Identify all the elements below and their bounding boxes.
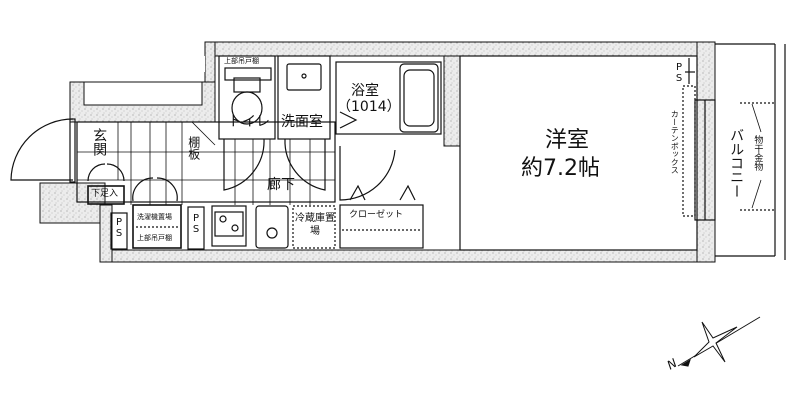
laundry-hanger-label: 物干金物 xyxy=(752,135,763,171)
bath-name: 浴室 xyxy=(351,83,379,99)
ps-right-label: PS xyxy=(673,62,685,84)
fridge-space-label: 冷蔵庫置場 xyxy=(295,213,335,237)
compass-rose-icon xyxy=(677,316,761,367)
ps-mid-label: PS xyxy=(190,213,202,235)
toilet-upper-cabinet-label: 上部吊戸棚 xyxy=(224,57,259,65)
toilet-name: トイレ xyxy=(228,114,270,130)
ps-left-label: PS xyxy=(113,217,125,239)
washroom-name: 洗面室 xyxy=(281,114,323,130)
washer-space-label: 洗濯機置場 xyxy=(137,213,172,221)
closet-name: クローゼット xyxy=(349,210,404,220)
shelf-label: 棚板 xyxy=(186,136,201,160)
shoe-box-label: 下足入 xyxy=(91,189,119,199)
western-room-name: 洋室 xyxy=(545,128,590,153)
curtain-box-label: カーテンボックス xyxy=(670,110,680,174)
bath-code: （1014） xyxy=(337,99,401,115)
hallway-name: 廊下 xyxy=(267,177,295,193)
balcony-name: バルコニー xyxy=(728,128,745,198)
western-room-size: 約7.2帖 xyxy=(521,156,600,181)
upper-cabinet-label: 上部吊戸棚 xyxy=(137,234,172,242)
entrance-name: 玄関 xyxy=(91,128,108,156)
